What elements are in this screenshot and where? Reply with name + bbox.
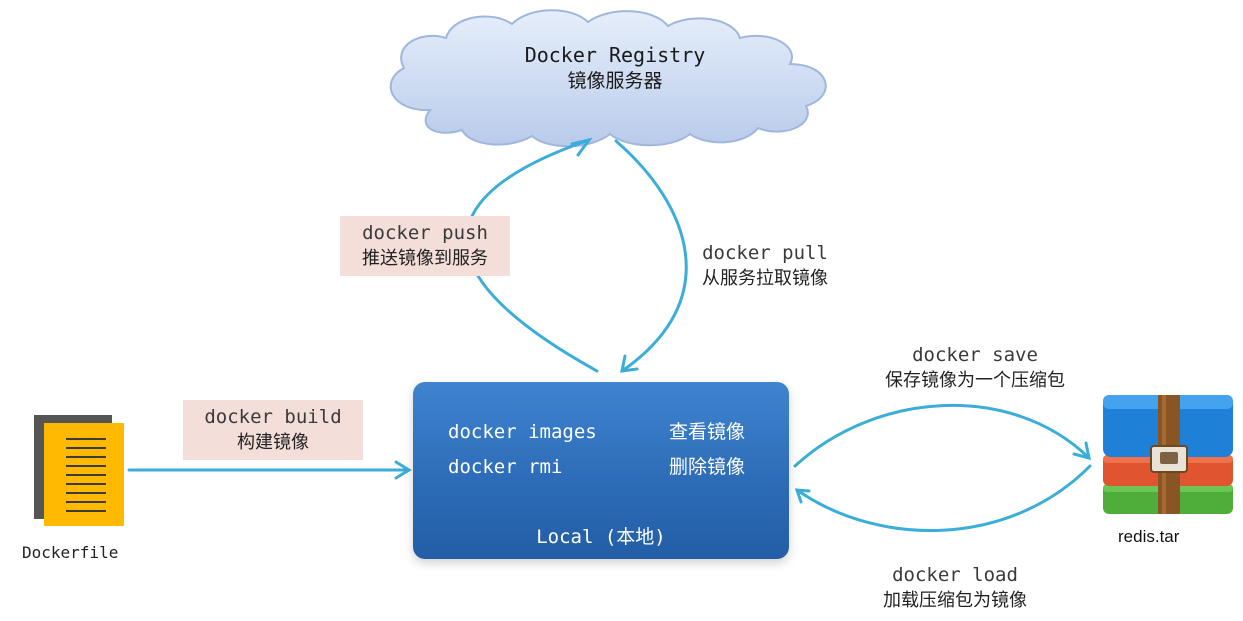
save-command: docker save: [912, 344, 1038, 366]
save-label: docker save 保存镜像为一个压缩包: [855, 342, 1095, 394]
dockerfile-icon: [34, 415, 124, 526]
registry-subtitle: 镜像服务器: [567, 70, 663, 92]
save-description: 保存镜像为一个压缩包: [885, 370, 1065, 391]
load-arrow: [794, 464, 1092, 532]
local-images-box: docker images 查看镜像 docker rmi 删除镜像 Local…: [413, 382, 789, 559]
pull-arrow: [614, 139, 688, 373]
dockerfile-label: Dockerfile: [22, 543, 119, 562]
archive-icon: [1103, 395, 1233, 514]
registry-cloud: [389, 9, 827, 148]
push-command: docker push: [362, 222, 488, 244]
load-command: docker load: [892, 564, 1018, 586]
push-description: 推送镜像到服务: [362, 248, 488, 269]
images-description: 查看镜像: [669, 421, 746, 443]
images-command: docker images: [448, 421, 597, 443]
load-description: 加载压缩包为镜像: [883, 590, 1027, 611]
pull-command: docker pull: [702, 242, 828, 264]
local-title: Local (本地): [536, 526, 666, 548]
build-label: docker build 构建镜像: [183, 400, 363, 460]
push-label: docker push 推送镜像到服务: [340, 216, 510, 276]
registry-title: Docker Registry: [524, 43, 706, 67]
build-description: 构建镜像: [237, 432, 309, 453]
save-arrow: [793, 403, 1091, 468]
pull-label: docker pull 从服务拉取镜像: [680, 240, 850, 292]
build-arrow: [127, 460, 412, 480]
load-label: docker load 加载压缩包为镜像: [850, 562, 1060, 614]
rmi-description: 删除镜像: [669, 456, 746, 478]
archive-label: redis.tar: [1118, 527, 1180, 546]
rmi-command: docker rmi: [448, 456, 563, 478]
pull-description: 从服务拉取镜像: [702, 268, 828, 289]
registry-label: Docker Registry 镜像服务器: [400, 42, 830, 94]
build-command: docker build: [204, 406, 342, 428]
